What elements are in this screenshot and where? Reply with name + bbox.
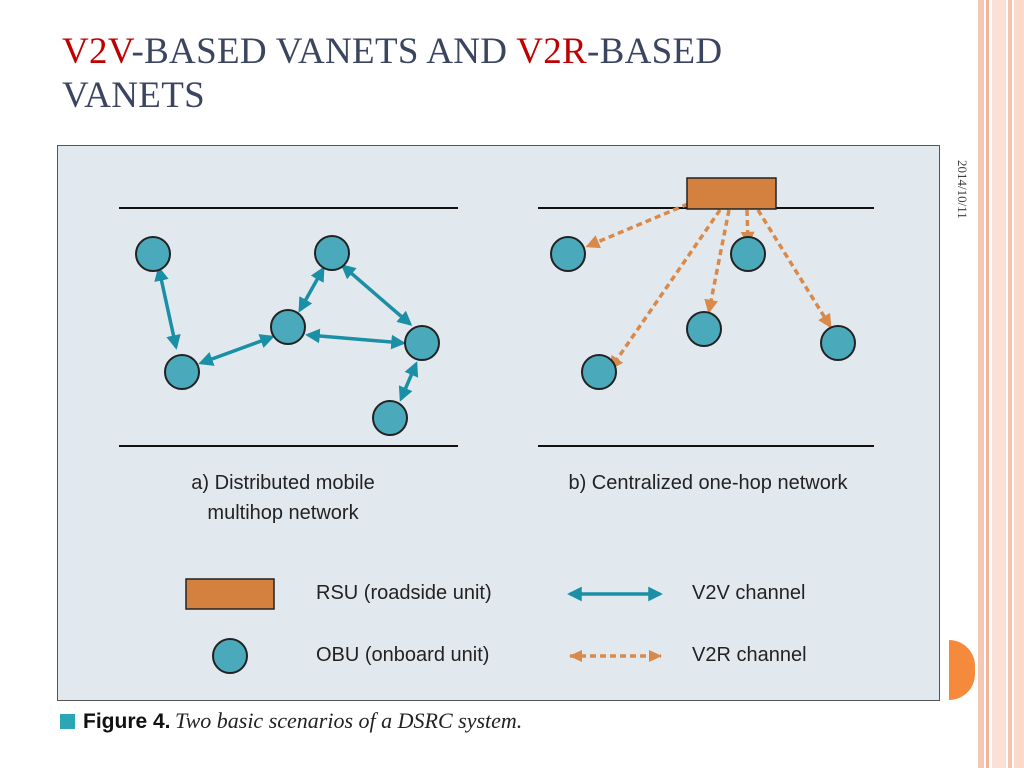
dsrc-figure: a) Distributed mobile multihop network b… [57,145,940,701]
stripe [992,0,1006,768]
obu-node [820,325,856,361]
obu-node [135,236,171,272]
v2r-arrow [704,209,731,314]
legend-rsu-swatch [185,578,275,610]
diagram-svg [119,177,874,674]
obu-node [686,311,722,347]
caption-square-icon [60,714,75,729]
v2v-arrow [305,328,406,350]
v2r-links [585,202,832,371]
legend-v2r-arrowhead-left [569,650,582,662]
figure-caption-text: Two basic scenarios of a DSRC system. [174,708,523,733]
legend-obu-swatch [212,638,248,674]
v2v-arrow [298,266,325,313]
v2v-arrow [154,266,181,350]
obu-nodes-a [135,235,440,436]
legend-obu-label: OBU (onboard unit) [316,644,490,666]
obu-node [581,354,617,390]
obu-node [372,400,408,436]
title-part: -BASED VANETS AND [131,31,517,72]
date-text: 2014/10/11 [955,160,970,219]
panel-a-caption: a) Distributed mobile multihop network [153,468,413,528]
title-v2r: V2R [516,31,587,72]
title-part: -BASED [587,31,723,72]
v2r-arrow [585,202,689,249]
stripe [1014,0,1024,768]
v2r-arrow [740,209,755,246]
v2v-arrow [198,334,275,366]
obu-node [314,235,350,271]
decorative-stripes [978,0,1024,768]
title-part: VANETS [62,75,205,116]
legend-rsu-label: RSU (roadside unit) [316,582,492,604]
figure-label: Figure 4. [83,710,171,733]
v2r-arrow [756,209,832,329]
legend-v2v-label: V2V channel [692,582,806,604]
title-v2v: V2V [62,31,132,72]
obu-node [164,354,200,390]
obu-node [730,236,766,272]
stripe [978,0,984,768]
panel-a-caption-line1: a) Distributed mobile [191,472,375,494]
obu-nodes-b [550,236,856,390]
stripe [1008,0,1012,768]
slide-title: V2V-BASED VANETS AND V2R-BASED VANETS [62,30,922,118]
legend-v2r-arrowhead-right [649,650,662,662]
rsu-box [686,177,777,210]
slide-date: 2014/10/11 [948,160,978,260]
stripe [986,0,989,768]
orange-tab-decoration [949,640,975,700]
panel-a-caption-line2: multihop network [207,502,359,524]
panel-b-caption: b) Centralized one-hop network [568,472,848,494]
v2v-arrow [340,264,413,326]
figure-caption: Figure 4. Two basic scenarios of a DSRC … [60,708,522,738]
legend-v2r-label: V2R channel [692,644,807,666]
obu-node [550,236,586,272]
v2v-links [154,264,419,402]
v2v-arrow [398,361,419,402]
obu-node [270,309,306,345]
obu-node [404,325,440,361]
v2r-arrow [609,209,722,371]
